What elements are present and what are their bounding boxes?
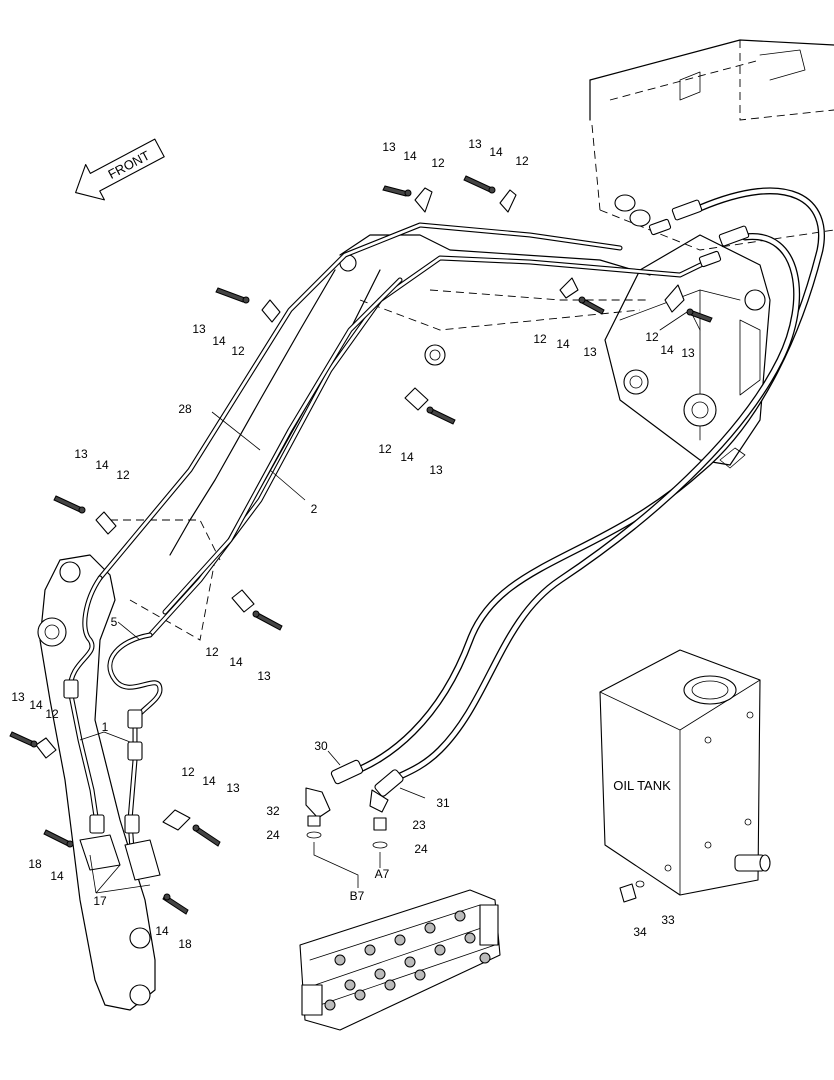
callout-30: 30 [314,739,328,753]
callout-13: 13 [429,463,443,477]
port-label-b7: B7 [350,889,365,903]
callout-28: 28 [178,402,192,416]
callout-1: 1 [102,720,109,734]
callout-12: 12 [431,156,445,170]
callout-14: 14 [95,458,109,472]
callout-13: 13 [382,140,396,154]
callout-13: 13 [11,690,25,704]
callout-18: 18 [28,857,42,871]
clamp-set [9,175,713,915]
callout-5: 5 [111,615,118,629]
callout-13: 13 [74,447,88,461]
callout-12: 12 [181,765,195,779]
callout-31: 31 [436,796,450,810]
port-label-a7: A7 [375,867,390,881]
callout-14: 14 [403,149,417,163]
callout-14: 14 [155,924,169,938]
callout-23: 23 [412,818,426,832]
callout-32: 32 [266,804,280,818]
callout-34: 34 [633,925,647,939]
callout-14: 14 [212,334,226,348]
upper-frame-outline [589,39,834,251]
callout-12: 12 [533,332,547,346]
swing-bracket [604,234,771,469]
callout-24: 24 [414,842,428,856]
callout-13: 13 [468,137,482,151]
main-hoses [341,187,825,786]
callout-labels: 13 14 12 13 14 12 13 14 12 12 14 13 12 1… [11,137,695,951]
callout-14: 14 [229,655,243,669]
callout-14: 14 [29,698,43,712]
callout-18: 18 [178,937,192,951]
callout-14: 14 [202,774,216,788]
valve-ports [324,910,491,1011]
oil-tank-label: OIL TANK [613,778,671,793]
callout-14: 14 [660,343,674,357]
callout-leaders [79,411,426,894]
callout-12: 12 [378,442,392,456]
control-valve [299,889,501,1031]
callout-13: 13 [583,345,597,359]
callout-13: 13 [681,346,695,360]
arm-hoses [63,575,163,881]
boom-pipes [97,222,718,638]
callout-14: 14 [489,145,503,159]
callout-24: 24 [266,828,280,842]
callout-12: 12 [231,344,245,358]
oil-tank: OIL TANK [599,649,771,903]
callout-12: 12 [645,330,659,344]
callout-2: 2 [311,502,318,516]
callout-14: 14 [400,450,414,464]
callout-13: 13 [257,669,271,683]
callout-17: 17 [93,894,107,908]
valve-fittings [305,759,404,888]
callout-12: 12 [205,645,219,659]
callout-33: 33 [661,913,675,927]
callout-12: 12 [515,154,529,168]
arm-outline [37,519,221,1011]
callout-12: 12 [116,468,130,482]
callout-14: 14 [50,869,64,883]
callout-13: 13 [192,322,206,336]
callout-14: 14 [556,337,570,351]
front-direction-arrow: FRONT [75,138,165,201]
callout-13: 13 [226,781,240,795]
callout-12: 12 [45,707,59,721]
